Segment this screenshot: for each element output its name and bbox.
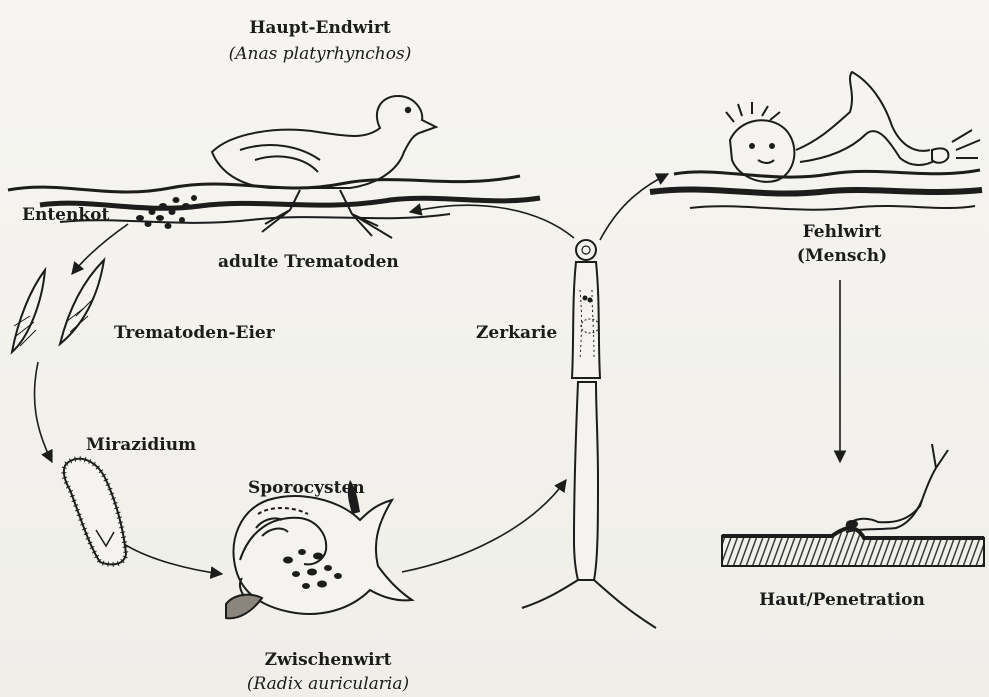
snail-illustration	[226, 480, 412, 618]
lifecycle-arrows	[34, 174, 840, 574]
label-mirazidium: Mirazidium	[86, 435, 196, 455]
skin-penetration-illustration	[722, 444, 984, 566]
arrow-cercaria-to-human	[600, 174, 668, 240]
arrow-snail-to-cercaria	[402, 480, 566, 572]
label-zwischenwirt: Zwischenwirt	[265, 650, 392, 670]
swimmer-illustration	[726, 72, 980, 182]
label-adulte-trematoden: adulte Trematoden	[218, 252, 399, 272]
feces-dots	[136, 195, 197, 229]
water-lines-right	[650, 170, 982, 210]
label-zerkarie: Zerkarie	[476, 323, 557, 343]
arrow-eggs-to-miracidium	[34, 362, 52, 462]
label-entenkot: Entenkot	[22, 205, 109, 225]
arrow-cercaria-to-duck	[410, 205, 574, 238]
trematode-eggs	[12, 260, 104, 352]
label-trematoden-eier: Trematoden-Eier	[114, 323, 275, 343]
label-fehlwirt: Fehlwirt	[803, 222, 882, 242]
label-anas-platyrhynchos: (Anas platyrhynchos)	[229, 44, 412, 64]
arrow-miracidium-to-snail	[124, 544, 222, 574]
label-haut-penetration: Haut/Penetration	[759, 590, 925, 610]
label-mensch: (Mensch)	[797, 246, 887, 266]
miracidium-illustration	[64, 459, 126, 565]
label-radix-auricularia: (Radix auricularia)	[247, 674, 409, 694]
cercaria-illustration	[522, 240, 656, 628]
label-sporocysten: Sporocysten	[248, 478, 365, 498]
label-haupt-endwirt: Haupt-Endwirt	[249, 18, 390, 38]
